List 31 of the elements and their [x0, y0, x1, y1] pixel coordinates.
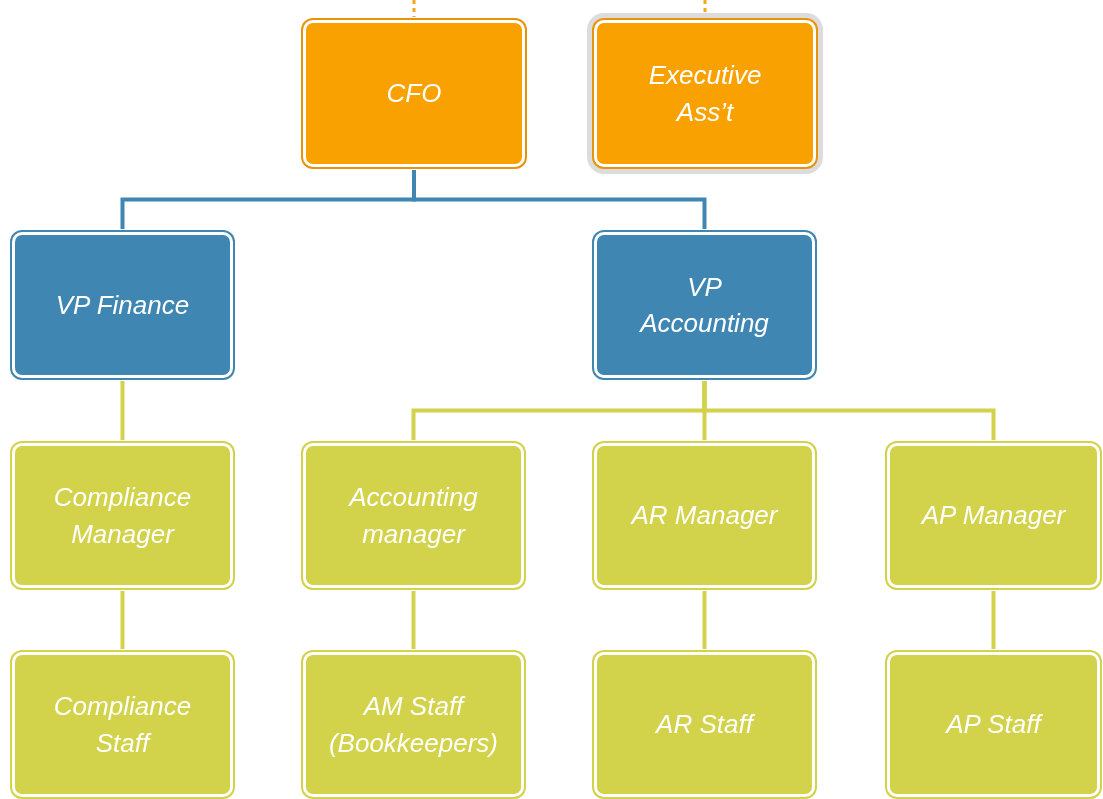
- position-title: Executive Ass’t: [647, 59, 763, 129]
- position-box: [303, 20, 525, 167]
- position-title: CFO: [385, 77, 443, 111]
- position-box: [303, 443, 524, 588]
- position-box: [303, 652, 524, 797]
- position-title: VP Accounting: [638, 270, 770, 340]
- connector-line: [120, 591, 125, 649]
- position-box: [12, 443, 233, 588]
- connector-line: [702, 381, 996, 440]
- connector-line: [702, 591, 707, 649]
- position-title: AP Manager: [919, 499, 1067, 533]
- position-title: VP Finance: [54, 288, 191, 322]
- connector-line: [120, 381, 125, 440]
- position-box: [887, 443, 1100, 588]
- connector-line: [411, 591, 416, 649]
- connector-line: [412, 170, 707, 229]
- position-title: Compliance Staff: [52, 690, 193, 760]
- position-box: [12, 232, 233, 378]
- position-title: AM Staff (Bookkeepers): [327, 690, 500, 760]
- position-title: Accounting manager: [347, 481, 479, 551]
- position-title: AR Staff: [654, 708, 756, 742]
- position-box: [594, 652, 815, 797]
- position-title: Compliance Manager: [52, 481, 193, 551]
- position-box: [887, 652, 1100, 797]
- position-title: AP Staff: [944, 708, 1044, 742]
- connector-line: [412, 0, 416, 17]
- position-box: [12, 652, 233, 797]
- position-title: AR Manager: [629, 499, 780, 533]
- position-box: [594, 443, 815, 588]
- connector-line: [991, 591, 996, 649]
- position-box: [594, 232, 815, 378]
